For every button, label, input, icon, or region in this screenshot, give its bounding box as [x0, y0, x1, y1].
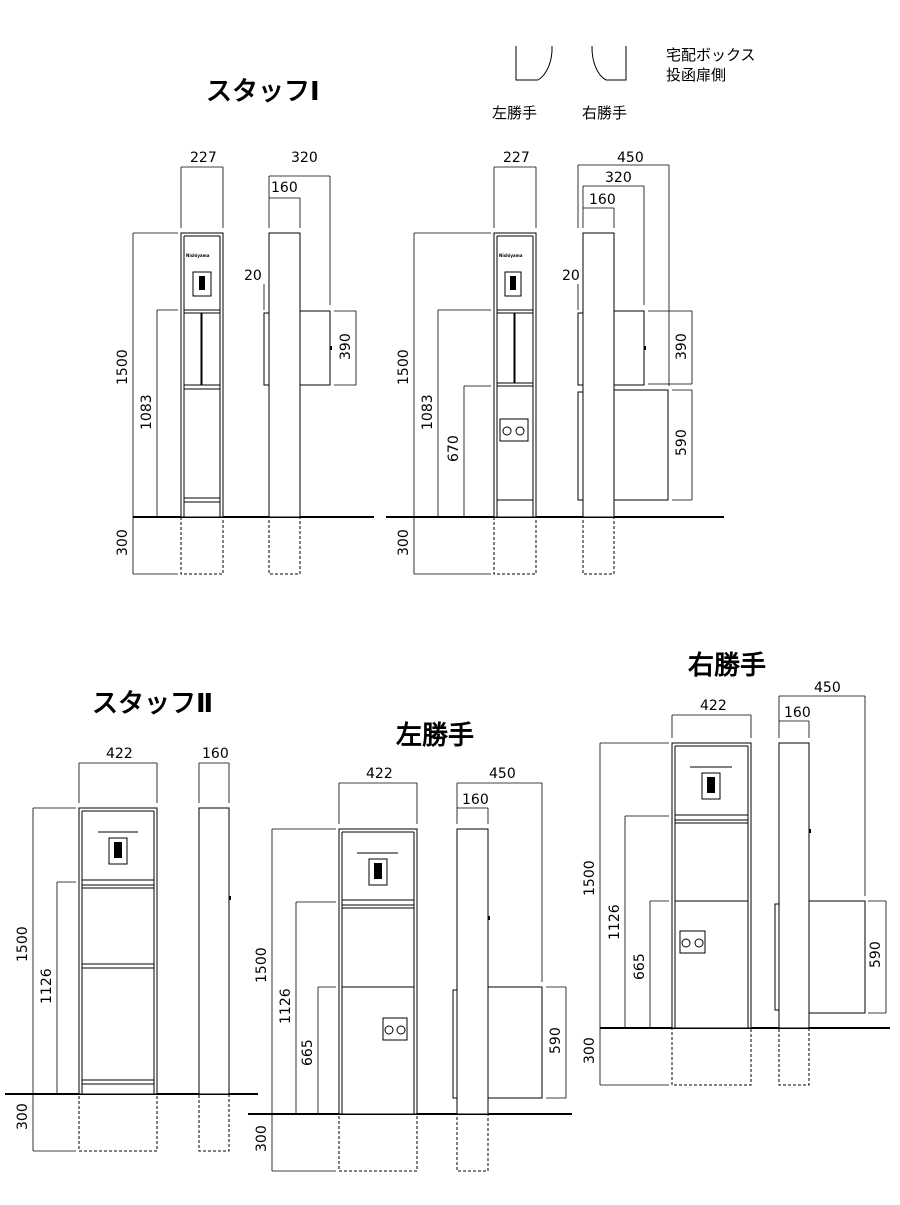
delivery-lock-icon: [679, 930, 706, 954]
legend: 左勝手 右勝手 宅配ボックス 投函扉側: [492, 45, 756, 122]
dim-side-box: 390: [338, 333, 354, 360]
legend-right-label: 右勝手: [582, 104, 627, 122]
dim-height: 1500: [582, 860, 598, 896]
dim-ground: 300: [115, 529, 131, 556]
dim-side-depth-total: 450: [617, 150, 644, 166]
dim-side-post: 160: [462, 792, 489, 808]
right-hand-door-arc: [591, 45, 607, 81]
dim-post2: 665: [632, 953, 648, 980]
box-side-lower: [613, 389, 669, 501]
staff1-a-brand: Nishiyama: [186, 253, 210, 258]
dim-side-offset: 20: [562, 268, 580, 284]
delivery-box-door: [496, 385, 534, 501]
dim-ground: 300: [582, 1037, 598, 1064]
staff2-a-front: 422 1500 1126 300: [5, 746, 258, 1152]
dim-side-offset: 20: [244, 268, 262, 284]
dim-post: 1126: [39, 968, 55, 1004]
staff1-b-side: 450 320 160 20 390 590: [562, 150, 693, 575]
box-side-upper: [613, 310, 645, 386]
dim-side-depth: 320: [605, 170, 632, 186]
delivery-box-door: [674, 900, 749, 1029]
dim-width: 422: [366, 766, 393, 782]
dim-side-depth: 450: [814, 680, 841, 696]
dim-post: 1083: [420, 394, 436, 430]
dim-width: 422: [106, 746, 133, 762]
staff1-a-side: 320 160 20 390: [244, 150, 357, 575]
dim-ground: 300: [15, 1103, 31, 1130]
dim-height: 1500: [254, 947, 270, 983]
dim-post: 1126: [607, 904, 623, 940]
staff1-a-front: Nishiyama: [180, 232, 224, 575]
dim-width: 227: [503, 150, 530, 166]
dim-side-post: 160: [271, 180, 298, 196]
staff1-a-front-dims: 227 1500 1083 300: [115, 150, 224, 575]
staff2-title: スタッフⅡ: [92, 689, 213, 719]
dim-ground: 300: [396, 529, 412, 556]
box-side: [808, 900, 866, 1014]
delivery-box-door: [341, 986, 415, 1115]
staff2-left-side: 450 160 590: [452, 766, 567, 1172]
dim-side-post: 160: [784, 705, 811, 721]
mailbox-door-left: [183, 312, 202, 386]
staff2-left-front: 422 1500 1126 665 300: [248, 766, 572, 1172]
dim-post2: 665: [300, 1039, 316, 1066]
staff1-b-front: Nishiyama 227 1500 1083 670 300: [396, 150, 537, 575]
dim-height: 1500: [396, 349, 412, 385]
staff2-right-front: 422 1500 1126 665 300: [582, 698, 890, 1086]
dim-side-depth: 450: [489, 766, 516, 782]
dim-ground: 300: [254, 1125, 270, 1152]
dim-post: 1083: [139, 394, 155, 430]
dim-side-post: 160: [202, 746, 229, 762]
dim-side-box: 590: [548, 1027, 564, 1054]
staff2-right-title: 右勝手: [688, 651, 766, 681]
staff1-b-brand: Nishiyama: [499, 253, 523, 258]
mailbox-door-right: [201, 312, 221, 386]
box-side: [487, 986, 543, 1099]
staff2-a-side: 160: [198, 746, 231, 1152]
dim-width: 227: [190, 150, 217, 166]
dim-height: 1500: [15, 926, 31, 962]
staff1-title: スタッフⅠ: [206, 77, 320, 107]
dim-post2: 670: [446, 435, 462, 462]
dim-side-depth: 320: [291, 150, 318, 166]
staff2-right-side: 450 160 590: [774, 680, 887, 1086]
dim-height: 1500: [115, 349, 131, 385]
dim-side-box-lower: 590: [674, 429, 690, 456]
legend-note-line1: 宅配ボックス: [666, 46, 756, 64]
legend-note-line2: 投函扉側: [666, 66, 726, 84]
dim-post: 1126: [278, 988, 294, 1024]
dim-side-box-upper: 390: [674, 333, 690, 360]
legend-left-label: 左勝手: [492, 104, 537, 122]
right-hand-door-symbol: [606, 46, 627, 81]
left-hand-door-symbol: [515, 46, 538, 81]
box-side: [299, 310, 331, 386]
staff2-left-title: 左勝手: [396, 721, 474, 751]
post-side: [268, 232, 301, 518]
dim-side-box: 590: [868, 941, 884, 968]
dim-side-post: 160: [589, 192, 616, 208]
dim-width: 422: [700, 698, 727, 714]
staff1-a-buried-part: [180, 516, 224, 575]
left-hand-door-arc: [537, 45, 553, 81]
